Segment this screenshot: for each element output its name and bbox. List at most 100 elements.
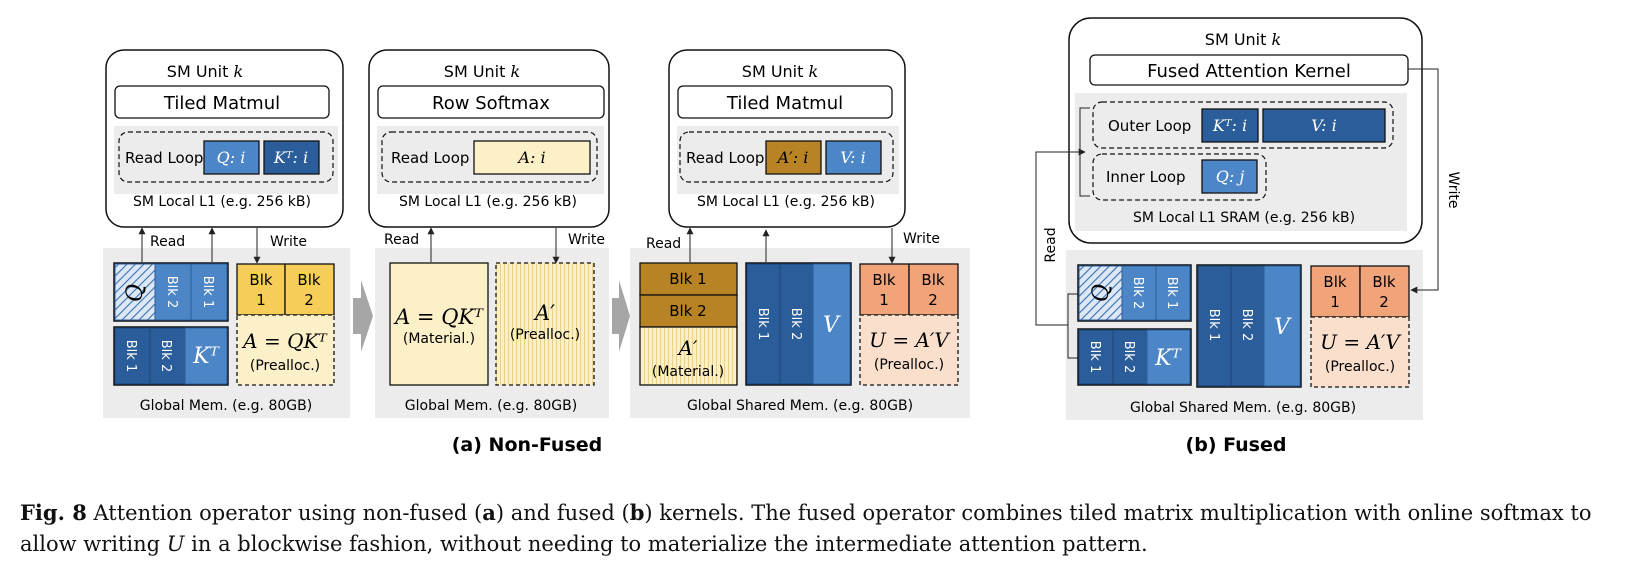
l1-label: SM Local L1 (e.g. 256 kB) — [399, 194, 577, 210]
caption-text-4: in a blockwise fashion, without needing … — [184, 532, 1148, 556]
a-out-blk2-label-b: 2 — [304, 291, 314, 309]
u-out-formula: U = A′V — [869, 328, 951, 352]
u-out-blk1 — [859, 263, 910, 316]
attention-diagram: SM Unit k Tiled Matmul Read Loop Q: i Kᵀ… — [103, 17, 1461, 456]
v-blk1 — [1197, 265, 1232, 387]
global-mem-label: Global Shared Mem. (e.g. 80GB) — [687, 398, 913, 414]
q-blk2 — [1121, 265, 1157, 321]
kt-matrix-label: Kᵀ — [192, 344, 220, 369]
kt-blk2-label: Blk 2 — [158, 340, 173, 372]
u-out-blk2 — [908, 263, 959, 316]
a-prime-loop-label: A′: i — [776, 148, 809, 167]
read-label: Read — [1043, 227, 1059, 262]
stage-arrow-2 — [612, 280, 630, 352]
kernel-label: Row Softmax — [432, 93, 550, 114]
caption-text-1: Attention operator using non-fused ( — [86, 501, 483, 525]
v-blk2 — [1230, 265, 1265, 387]
a-loop-label: A: i — [516, 148, 545, 167]
u-out-blk1 — [1310, 265, 1361, 318]
q-inner-block — [1201, 159, 1258, 194]
q-blk2 — [154, 263, 192, 321]
write-label: Write — [568, 232, 605, 248]
kt-blk1 — [114, 327, 151, 385]
read-loop-box — [381, 131, 598, 183]
v-blk1-label: Blk 1 — [1206, 309, 1221, 341]
kt-blk2-label: Blk 2 — [1121, 341, 1136, 373]
l1-label: SM Local L1 (e.g. 256 kB) — [133, 194, 311, 210]
sm-unit-title: SM Unit k — [1205, 30, 1281, 49]
kernel-box — [1089, 54, 1409, 86]
a-materialized-formula: A = QKᵀ — [393, 305, 484, 329]
panel-b-label: (b) Fused — [1186, 434, 1287, 456]
read-loop-box — [679, 131, 894, 183]
a-prime-prealloc-label: (Prealloc.) — [510, 327, 580, 343]
sm-unit-title: SM Unit k — [444, 62, 520, 81]
a-prime-loop-block — [765, 140, 822, 175]
write-label: Write — [270, 234, 307, 250]
outer-bracket — [1079, 107, 1090, 197]
stage-2-row-softmax: SM Unit k Row Softmax Read Loop A: i SM … — [368, 49, 610, 418]
caption-text-3: ) kernels. The fused operator combines t… — [20, 501, 1592, 556]
u-out-blk1-label-a: Blk — [1323, 273, 1346, 291]
caption-a: a — [482, 500, 496, 525]
q-inner-label: Q: j — [1216, 167, 1245, 186]
kt-blk1-label: Blk 1 — [123, 340, 138, 372]
kt-rest — [1146, 329, 1191, 385]
l1-label: SM Local L1 (e.g. 256 kB) — [697, 194, 875, 210]
kt-matrix-outline — [1077, 328, 1192, 386]
a-prime-blk1-label: Blk 1 — [669, 270, 706, 288]
kt-blk1-label: Blk 1 — [1087, 341, 1102, 373]
stage-1-tiled-matmul: SM Unit k Tiled Matmul Read Loop Q: i Kᵀ… — [103, 49, 350, 418]
caption-u: U — [166, 532, 185, 556]
write-path — [1408, 68, 1439, 294]
a-prime-prealloc — [495, 262, 595, 386]
a-prime-blk2-label: Blk 2 — [669, 302, 706, 320]
q-matrix-label: Q — [123, 284, 148, 302]
global-mem-label: Global Shared Mem. (e.g. 80GB) — [1130, 400, 1356, 416]
u-out-blk1-label-a: Blk — [872, 271, 895, 289]
v-loop-block — [825, 140, 882, 175]
read-label: Read — [150, 234, 185, 250]
u-out-blk2-label-b: 2 — [1379, 293, 1389, 311]
read-loop-label: Read Loop — [686, 149, 764, 167]
q-blk1-label: Blk 1 — [1164, 277, 1179, 309]
kt-blk2 — [149, 327, 186, 385]
v-rest — [812, 263, 851, 385]
kt-loop-label: Kᵀ: i — [273, 148, 308, 167]
a-out-blk2-label-a: Blk — [297, 271, 320, 289]
outer-loop-label: Outer Loop — [1108, 117, 1191, 135]
u-out-blk2-label-b: 2 — [928, 291, 938, 309]
read-loop-label: Read Loop — [125, 149, 203, 167]
q-blk2-label: Blk 2 — [1130, 277, 1145, 309]
v-outer-label: V: i — [1311, 116, 1337, 135]
u-out-prealloc-label: (Prealloc.) — [874, 357, 944, 373]
kernel-label: Tiled Matmul — [163, 93, 280, 114]
v-blk2-label: Blk 2 — [1239, 309, 1254, 341]
kt-outer-block — [1201, 108, 1259, 143]
kt-outer-label: Kᵀ: i — [1212, 116, 1247, 135]
kt-blk2 — [1112, 329, 1148, 385]
kt-rest — [184, 327, 228, 385]
panel-b-fused: SM Unit k Fused Attention Kernel Outer L… — [1035, 17, 1461, 420]
v-matrix-outline — [1196, 264, 1302, 388]
q-block-hatched — [114, 263, 156, 321]
q-loop-block — [203, 140, 260, 175]
kernel-box — [114, 85, 330, 119]
u-out-blk2-label-a: Blk — [1372, 273, 1395, 291]
figure-caption: Fig. 8 Attention operator using non-fuse… — [20, 497, 1615, 560]
q-matrix-outline — [113, 262, 229, 322]
a-loop-block — [473, 140, 591, 175]
kernel-label: Tiled Matmul — [726, 93, 843, 114]
a-prime-rest — [639, 326, 738, 386]
a-out-blk1 — [236, 263, 286, 316]
outer-loop-box — [1092, 101, 1394, 149]
v-blk1 — [746, 263, 781, 385]
u-out-prealloc — [1310, 316, 1410, 388]
a-out-blk1-label-b: 1 — [256, 291, 266, 309]
inner-loop-box — [1092, 153, 1267, 201]
u-out-blk2 — [1359, 265, 1410, 318]
read-path-branch — [1067, 325, 1078, 359]
q-blk1-label: Blk 1 — [200, 276, 215, 308]
stage-arrow-1 — [353, 280, 373, 352]
inner-loop-label: Inner Loop — [1106, 168, 1186, 186]
